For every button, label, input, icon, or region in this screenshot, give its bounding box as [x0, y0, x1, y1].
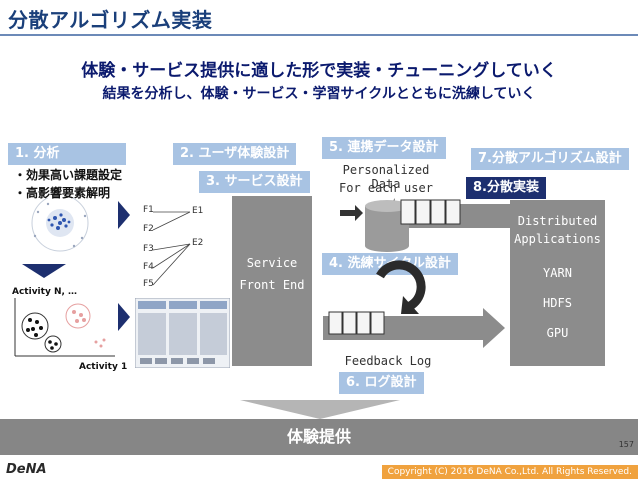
copyright-notice: Copyright (C) 2016 DeNA Co.,Ltd. All Rig…: [381, 465, 638, 479]
bullet-problem-setting: ・効果高い課題設定: [14, 168, 123, 182]
yarn-label: YARN: [543, 266, 572, 280]
feedback-log-label: Feedback Log: [344, 354, 432, 368]
service-label: Service: [246, 256, 298, 270]
gpu-label: GPU: [546, 326, 569, 340]
label-algo-impl: 8.分散実装: [466, 177, 546, 199]
title-divider: [0, 34, 638, 36]
feature-f5: F5: [143, 279, 154, 289]
data-flow-diagram: [323, 198, 515, 348]
bullet-impact-elements: ・高影響要素解明: [14, 186, 111, 200]
service-flow-thumbnail: [135, 298, 230, 368]
analysis-arrows: [118, 201, 130, 331]
label-algo-design: 7.分散アルゴリズム設計: [471, 148, 629, 170]
experience-delivery-bar: 体験提供: [0, 419, 638, 455]
personalized-data-line1: Personalized Data: [342, 163, 430, 191]
personalized-data-line2: For each user: [339, 181, 433, 195]
service-front-end-box: Service Front End: [232, 196, 312, 366]
refresh-cycle-icon: [376, 260, 426, 314]
hdfs-label: HDFS: [543, 296, 572, 310]
distributed-title: Distributed Applications: [514, 214, 601, 246]
feature-f4: F4: [143, 262, 154, 272]
dena-logo: DeNA: [6, 462, 47, 477]
page-number: 157: [618, 440, 634, 449]
axis-label-y: Activity N, …: [12, 287, 78, 297]
down-arrow: [240, 400, 400, 419]
label-service-design: 3. サービス設計: [199, 171, 310, 193]
output-e1: E1: [192, 206, 204, 216]
feature-f2: F2: [143, 224, 154, 234]
axis-label-x: Activity 1: [79, 362, 128, 372]
headline: 体験・サービス提供に適した形で実装・チューニングしていく: [81, 61, 557, 81]
subheadline: 結果を分析し、体験・サービス・学習サイクルとともに洗練していく: [102, 86, 536, 102]
label-log-design: 6. ログ設計: [339, 372, 424, 394]
label-user-design: 2. ユーザ体験設計: [173, 143, 297, 165]
label-data-design: 5. 連携データ設計: [322, 137, 446, 159]
page-title: 分散アルゴリズム実装: [8, 8, 213, 32]
analysis-figure: [14, 198, 115, 357]
network-diagram: [152, 211, 191, 286]
label-analysis: 1. 分析: [8, 143, 126, 165]
feature-f1: F1: [143, 205, 154, 215]
feature-f3: F3: [143, 244, 154, 254]
front-end-label: Front End: [239, 278, 305, 292]
distributed-apps-box: Distributed Applications YARN HDFS GPU: [510, 200, 605, 366]
output-e2: E2: [192, 238, 204, 248]
